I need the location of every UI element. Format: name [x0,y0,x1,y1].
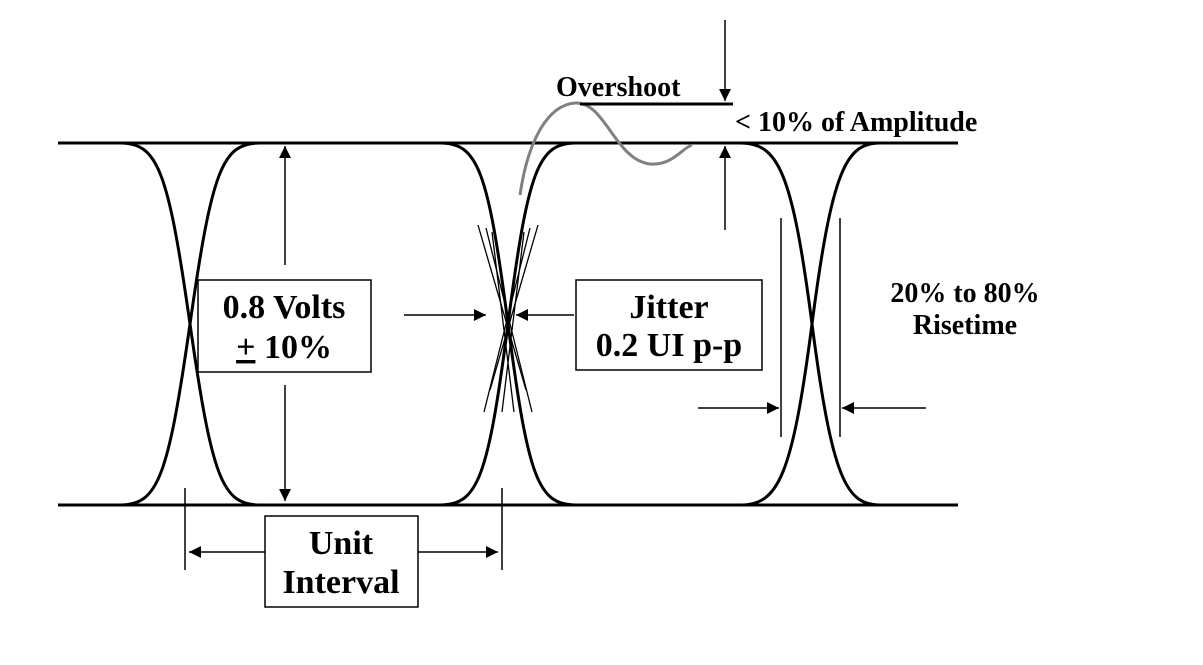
eye-crossing-right [739,141,881,507]
unit-interval-label-line2: Interval [282,564,399,601]
eye-crossing-middle [439,141,577,507]
risetime-label-line1: 20% to 80% [890,278,1039,309]
amplitude-label-box [197,279,372,373]
overshoot-label: Overshoot [556,72,681,103]
jitter-label-box [575,279,763,371]
overshoot-curve [518,101,693,196]
unit-interval-label-line1: Unit [309,525,374,562]
jitter-label-line2: 0.2 UI p-p [596,327,742,364]
plus-minus-sign: + [236,329,255,366]
overshoot-limit-label: < 10% of Amplitude [735,107,977,138]
unit-interval-label-box [264,515,419,608]
risetime-label-line2: Risetime [913,310,1017,341]
eye-crossing-left [119,141,261,507]
jitter-spread-lines [477,224,539,413]
amplitude-label-line1: 0.8 Volts [223,289,346,326]
amplitude-label-line2: + 10% [236,329,332,366]
amplitude-tolerance-text: 10% [255,329,332,366]
jitter-label-line1: Jitter [629,289,708,326]
